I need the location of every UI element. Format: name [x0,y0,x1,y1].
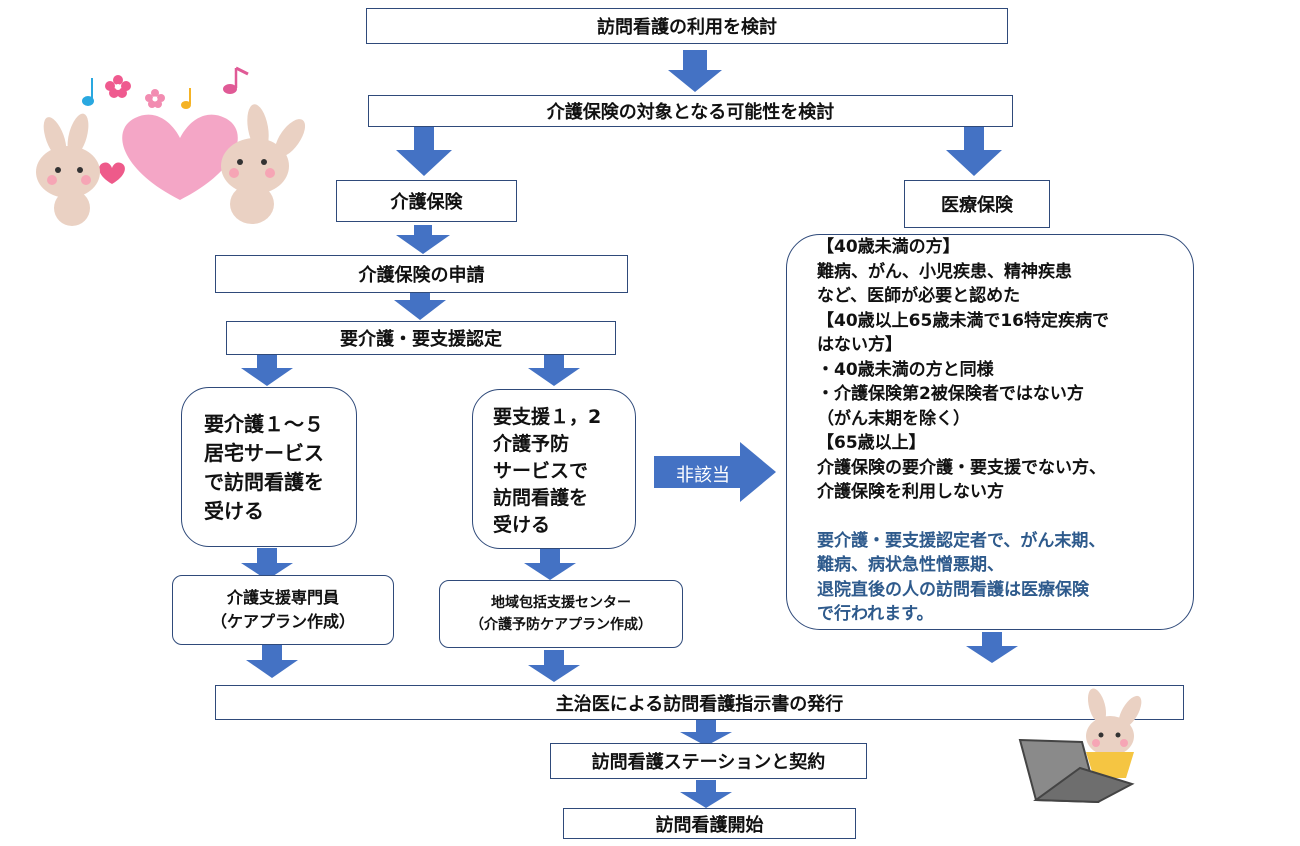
start-text: 訪問看護開始 [655,814,764,836]
heart-icon [122,114,238,200]
music-note-icon [82,78,94,106]
arrow-down [396,127,452,176]
note-line: で行われます。 [817,604,934,624]
arrow-down [396,225,450,254]
note-line: 退院直後の人の訪問看護は医療保険 [817,579,1089,600]
support-center-title: 地域包括支援センター [491,595,631,611]
rabbit-icon [36,113,100,226]
rabbit-icon [221,104,306,224]
care-1-5-line: 居宅サービス [204,441,324,465]
care-manager-title: 介護支援専門員 [226,588,339,607]
condition-line: ・40歳未満の方と同様 [817,359,994,380]
music-note-icon [223,66,249,94]
condition-line: 難病、がん、小児疾患、精神疾患 [817,261,1072,282]
arrow-down [246,645,298,678]
arrow-right-not-applicable [654,442,776,502]
care-1-5-line: 要介護１～５ [204,412,324,436]
support-center-sub: （介護予防ケアプラン作成） [470,617,652,633]
arrow-down [394,292,446,320]
care-manager-sub: （ケアプラン作成） [210,612,355,631]
arrow-down [524,548,576,580]
medical-insurance-text: 医療保険 [941,195,1013,216]
condition-line: 介護保険を利用しない方 [817,482,1004,502]
medical-insurance-box: 医療保険 [904,180,1050,228]
support-center-box: 地域包括支援センター （介護予防ケアプラン作成） [439,580,683,648]
support-1-2-line: 要支援１，2 [493,406,602,428]
contract-text: 訪問看護ステーションと契約 [591,752,826,773]
ltc-insurance-text: 介護保険 [390,192,463,213]
music-note-icon [181,88,191,109]
arrow-down [680,720,732,746]
contract-box: 訪問看護ステーションと契約 [550,743,867,779]
arrow-down [946,127,1002,176]
condition-line: 【40歳未満の方】 [817,237,960,257]
ltc-application-box: 介護保険の申請 [215,255,628,293]
condition-line: 介護保険の要介護・要支援でない方、 [817,457,1106,478]
doctor-instruction-text: 主治医による訪問看護指示書の発行 [555,693,844,715]
note-line: 難病、病状急性憎悪期、 [817,555,1004,575]
condition-line: など、医師が必要と認めた [817,286,1021,306]
arrow-down [668,50,722,92]
rabbits-heart-illustration [36,66,306,226]
not-applicable-label: 非該当 [676,465,730,486]
note-line: 要介護・要支援認定者で、がん末期、 [817,530,1106,551]
support-1-2-line: 受ける [493,514,551,536]
consider-coverage-text: 介護保険の対象となる可能性を検討 [546,102,835,123]
flower-icon [145,89,165,108]
certification-text: 要介護・要支援認定 [340,329,502,350]
arrow-down [528,650,580,682]
arrow-down [241,355,293,386]
support-1-2-line: 介護予防 [493,433,570,455]
arrow-down [680,780,732,808]
care-manager-box: 介護支援専門員 （ケアプラン作成） [172,575,394,645]
arrow-down [241,548,293,580]
ltc-application-text: 介護保険の申請 [358,265,485,286]
care-1-5-line: 受ける [204,499,264,523]
support-1-2-line: サービスで [493,460,589,482]
flower-icon [105,75,131,98]
condition-line: はない方】 [817,335,902,355]
arrow-down [528,355,580,386]
medical-conditions-box: 【40歳未満の方】 難病、がん、小児疾患、精神疾患 など、医師が必要と認めた 【… [786,234,1194,630]
consider-coverage-box: 介護保険の対象となる可能性を検討 [368,95,1013,127]
start-box: 訪問看護開始 [563,808,856,839]
condition-line: （がん末期を除く） [817,408,970,429]
support-1-2-line: 訪問看護を [493,487,589,509]
doctor-instruction-box: 主治医による訪問看護指示書の発行 [215,685,1184,720]
condition-line: 【40歳以上65歳未満で16特定疾病で [817,310,1109,331]
support-1-2-box: 要支援１，2 介護予防 サービスで 訪問看護を 受ける [472,389,636,549]
certification-box: 要介護・要支援認定 [226,321,616,355]
ltc-insurance-box: 介護保険 [336,180,517,222]
heart-icon [99,162,125,184]
condition-line: ・介護保険第2被保険者ではない方 [817,384,1084,404]
arrow-down [966,632,1018,663]
condition-line: 【65歳以上】 [817,433,926,453]
care-1-5-line: で訪問看護を [204,470,324,494]
consider-use-box: 訪問看護の利用を検討 [366,8,1008,44]
consider-use-text: 訪問看護の利用を検討 [597,17,777,38]
care-1-5-box: 要介護１～５ 居宅サービス で訪問看護を 受ける [181,387,357,547]
spacer [817,505,1193,529]
